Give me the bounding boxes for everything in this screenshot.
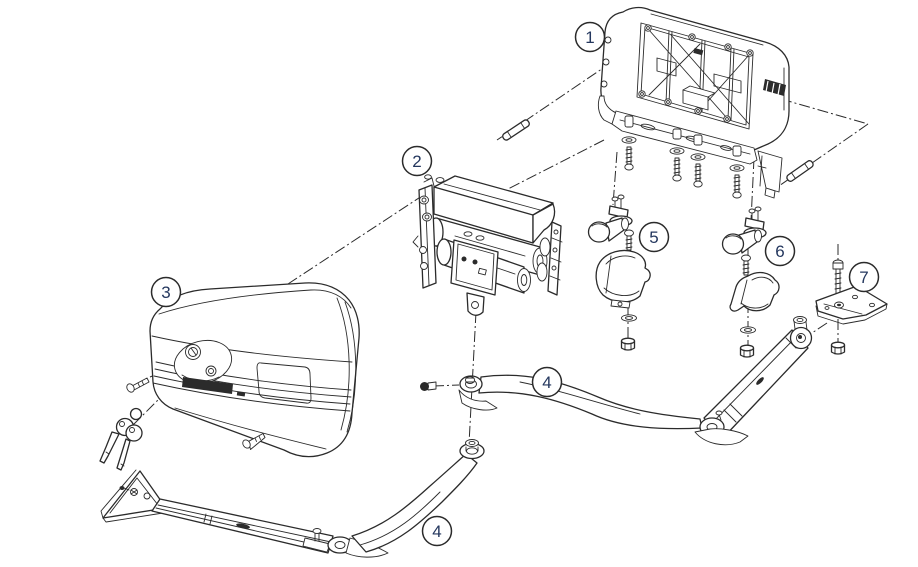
lower-swing-arm-part-4 [100,439,485,558]
callout-3: 3 [150,276,182,308]
lock-cover-part-3 [149,282,360,458]
callout-6: 6 [764,235,796,267]
foot-boss [624,115,742,157]
cover-screw [126,377,266,450]
svg-text:2: 2 [412,152,421,171]
keys [99,407,143,471]
callout-4-upper: 4 [531,366,563,398]
svg-text:4: 4 [432,522,441,541]
threaded-stud [502,119,814,182]
svg-text:5: 5 [649,228,658,247]
callout-7: 7 [848,261,880,293]
support-bracket-part-7 [815,259,888,355]
upper-swing-arm-part-4 [420,316,813,446]
washer [621,136,745,172]
mounting-panel-part-1 [597,6,790,199]
panel-fastener-set [502,115,814,199]
roller-assembly-part-6 [721,206,780,358]
svg-text:6: 6 [775,242,784,261]
callout-4-lower: 4 [421,515,453,547]
callout-1: 1 [574,21,606,53]
roller-assembly-part-5 [587,194,651,351]
svg-text:7: 7 [859,268,868,287]
callout-2: 2 [401,145,433,177]
svg-text:1: 1 [585,28,594,47]
callouts: 1 2 3 4 4 5 6 7 [150,21,880,547]
callout-5: 5 [638,221,670,253]
drive-unit-part-2 [412,174,563,316]
svg-text:4: 4 [542,373,551,392]
svg-text:3: 3 [161,283,170,302]
bolt [624,146,742,199]
